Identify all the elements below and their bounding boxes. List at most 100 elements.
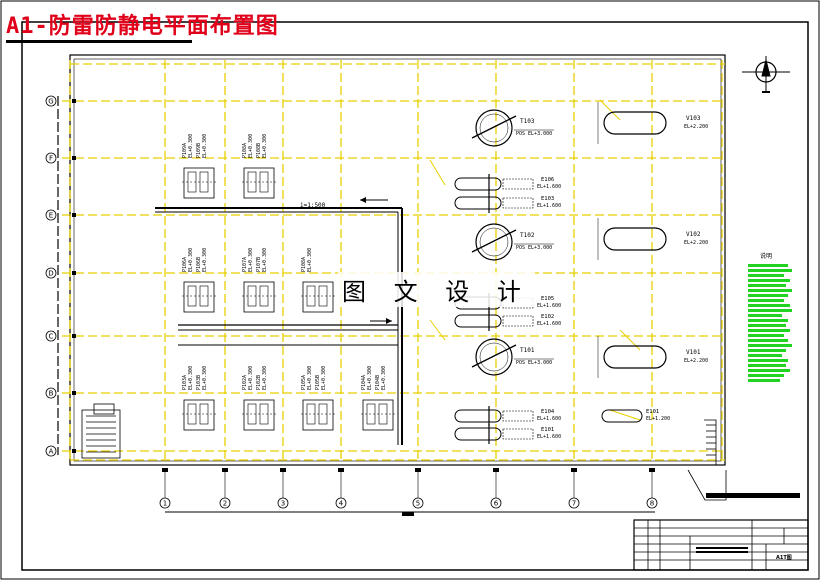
row-label: G: [48, 98, 53, 106]
grid-marker: [72, 334, 76, 338]
row-bubble: [45, 152, 57, 164]
legend-note-line: [748, 289, 792, 292]
row-label: F: [49, 155, 53, 163]
equipment-tag: E101: [646, 409, 659, 415]
pump-elevation: EL+0.300: [202, 134, 208, 158]
tank-inner: [479, 113, 509, 143]
equipment-tag: E103: [541, 196, 554, 202]
pump-skid: [243, 399, 275, 431]
legend-note-line: [748, 369, 790, 372]
pump-skid: [362, 399, 394, 431]
pump-tag: P102B: [256, 375, 262, 390]
building-outline-inner: [73, 58, 722, 462]
legend-note-line: [748, 374, 784, 377]
column-bubble: [219, 497, 231, 509]
legend-note-line: [748, 319, 788, 322]
legend-notes: [748, 264, 792, 382]
pump-skid: [183, 281, 215, 313]
grounding-branch: [429, 319, 446, 341]
legend-note-line: [748, 269, 792, 272]
equipment-elevation: POS EL+3.000: [516, 360, 552, 366]
legend-note-line: [748, 354, 782, 357]
grounding-branch: [609, 409, 641, 421]
horizontal-vessel: [603, 345, 667, 369]
grid-marker: [72, 156, 76, 160]
equipment-elevation: EL+2.200: [684, 124, 708, 130]
grid-marker: [415, 468, 421, 472]
legend-note-line: [748, 339, 788, 342]
pump-elevation: EL+0.300: [262, 134, 268, 158]
column-bubble: [412, 497, 424, 509]
row-bubble: [45, 209, 57, 221]
pump-tag: P106A: [182, 257, 188, 272]
grounding-grid-vertical: [69, 60, 723, 472]
column-label: 5: [416, 500, 420, 508]
column-label: 3: [281, 500, 285, 508]
grid-marker: [493, 468, 499, 472]
grid-marker: [72, 449, 76, 453]
equipment-elevation: EL+2.200: [684, 358, 708, 364]
row-label: E: [49, 212, 53, 220]
legend-note-line: [748, 294, 788, 297]
grid-marker: [280, 468, 286, 472]
legend-note-line: [748, 379, 780, 382]
equipment-tag: E102: [541, 314, 554, 320]
tank-nozzle: [471, 229, 517, 253]
equipment-tag: T101: [520, 347, 535, 354]
pump-elevation: EL+0.300: [188, 248, 194, 272]
grid-marker: [72, 99, 76, 103]
legend-note-line: [748, 279, 790, 282]
pump-tag: P103A: [182, 375, 188, 390]
equipment-tag: V102: [686, 231, 701, 238]
column-bubble: [646, 497, 658, 509]
pump-tag: P105A: [301, 375, 307, 390]
legend-note-line: [748, 264, 788, 267]
title-block: [633, 519, 809, 571]
pump-tag: P103B: [196, 375, 202, 390]
pump-tag: P105B: [315, 375, 321, 390]
row-bubble: [45, 445, 57, 457]
pump-elevation: EL+0.300: [307, 366, 313, 390]
tank: [475, 338, 513, 376]
pump-skid: [183, 167, 215, 199]
equipment-tag: E105: [541, 296, 554, 302]
flow-arrowhead-upper: [360, 197, 366, 203]
exchanger-bundle: [502, 197, 534, 209]
column-bubble: [277, 497, 289, 509]
flow-arrowhead-middle: [386, 318, 392, 324]
tank-inner: [479, 342, 509, 372]
column-bubble: [568, 497, 580, 509]
row-label: B: [49, 390, 54, 398]
row-label: D: [48, 270, 53, 278]
pump-tag: P109A: [182, 143, 188, 158]
equipment-tag: V103: [686, 115, 701, 122]
pump-elevation: EL+0.300: [367, 366, 373, 390]
tank: [475, 109, 513, 147]
grid-marker: [72, 391, 76, 395]
legend-note-line: [748, 334, 784, 337]
equipment-tag: E106: [541, 177, 554, 183]
equipment-elevation: EL+1.600: [537, 303, 561, 309]
legend-note-line: [748, 274, 784, 277]
pump-tag: P107A: [242, 257, 248, 272]
tank-inner: [479, 227, 509, 257]
grid-marker: [649, 468, 655, 472]
legend-note-line: [748, 359, 788, 362]
grid-marker: [162, 468, 168, 472]
equipment-tag: E101: [541, 427, 554, 433]
scale-bar: [706, 493, 800, 498]
exchanger-bundle: [502, 410, 534, 422]
column-bubble: [159, 497, 171, 509]
pump-tag: P108B: [256, 143, 262, 158]
column-label: 1: [163, 500, 167, 508]
pump-elevation: EL+0.300: [188, 366, 194, 390]
horizontal-vessel: [603, 111, 667, 135]
pump-skid: [243, 167, 275, 199]
equipment-elevation: EL+1.200: [646, 416, 670, 422]
pump-elevation: EL+0.300: [202, 248, 208, 272]
legend-note-line: [748, 309, 792, 312]
row-bubble: [45, 387, 57, 399]
